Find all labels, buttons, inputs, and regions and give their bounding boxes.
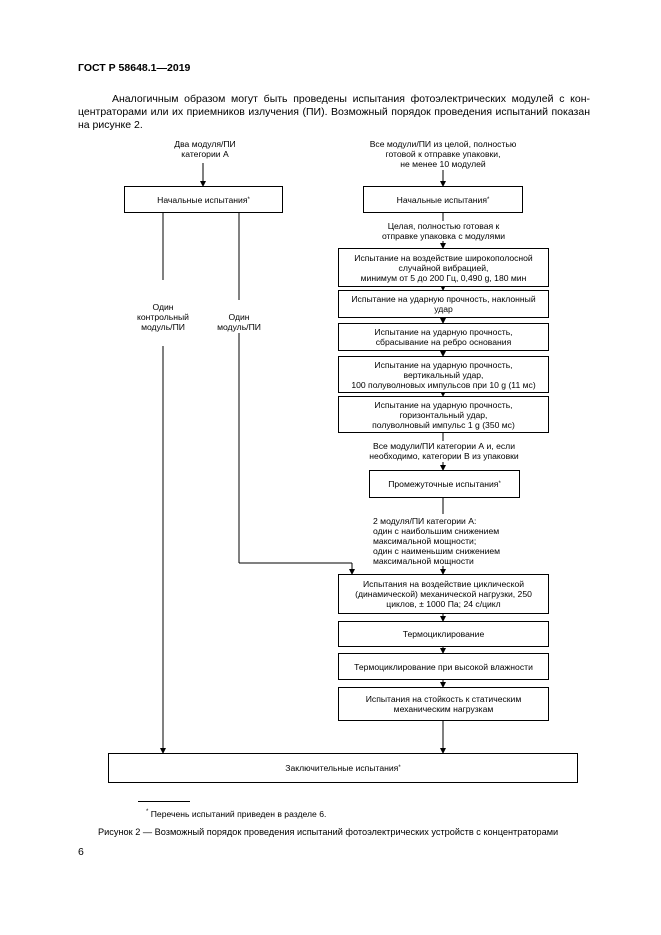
- intro-line: центраторами или их приемников излучения…: [78, 106, 590, 118]
- figure-caption: Рисунок 2 — Возможный порядок проведения…: [98, 827, 559, 837]
- after-initial-label: Целая, полностью готовая к отправке упак…: [381, 221, 506, 241]
- left-source-label: Два модуля/ПИ категории А: [174, 139, 236, 159]
- after-shock-label: Все модули/ПИ категории А и, если необхо…: [369, 441, 519, 461]
- static-load-test-box: Испытания на стойкость к статическим мех…: [338, 687, 549, 721]
- single-module-label: Один модуль/ПИ: [217, 312, 261, 332]
- footnote-divider: [138, 801, 190, 802]
- intermediate-tests-box: Промежуточные испытания*: [369, 470, 520, 498]
- edge-drop-test-box: Испытание на ударную прочность, сбрасыва…: [338, 323, 549, 351]
- intro-paragraph: Аналогичным образом могут быть проведены…: [78, 93, 590, 132]
- selection-label: 2 модуля/ПИ категории А: один с наибольш…: [373, 516, 501, 566]
- final-tests-box: Заключительные испытания*: [108, 753, 578, 783]
- inclined-impact-test-box: Испытание на ударную прочность, наклонны…: [338, 290, 549, 318]
- control-module-label: Один контрольный модуль/ПИ: [137, 302, 189, 332]
- vertical-impact-test-box: Испытание на ударную прочность, вертикал…: [338, 356, 549, 393]
- footnote: * Перечень испытаний приведен в разделе …: [146, 809, 327, 819]
- right-initial-tests-box: Начальные испытания*: [363, 186, 523, 213]
- cyclic-load-test-box: Испытания на воздействие циклической (ди…: [338, 574, 549, 614]
- page-number: 6: [78, 846, 84, 858]
- intro-line: на рисунке 2.: [78, 119, 143, 131]
- thermal-cycling-box: Термоциклирование: [338, 621, 549, 647]
- humidity-thermal-cycling-box: Термоциклирование при высокой влажности: [338, 653, 549, 680]
- right-source-label: Все модули/ПИ из целой, полностью готово…: [369, 139, 517, 169]
- left-initial-tests-box: Начальные испытания*: [124, 186, 283, 213]
- horizontal-impact-test-box: Испытание на ударную прочность, горизонт…: [338, 396, 549, 433]
- document-header: ГОСТ Р 58648.1—2019: [78, 62, 191, 74]
- intro-line: Аналогичным образом могут быть проведены…: [112, 93, 590, 105]
- vibration-test-box: Испытание на воздействие широкополосной …: [338, 248, 549, 287]
